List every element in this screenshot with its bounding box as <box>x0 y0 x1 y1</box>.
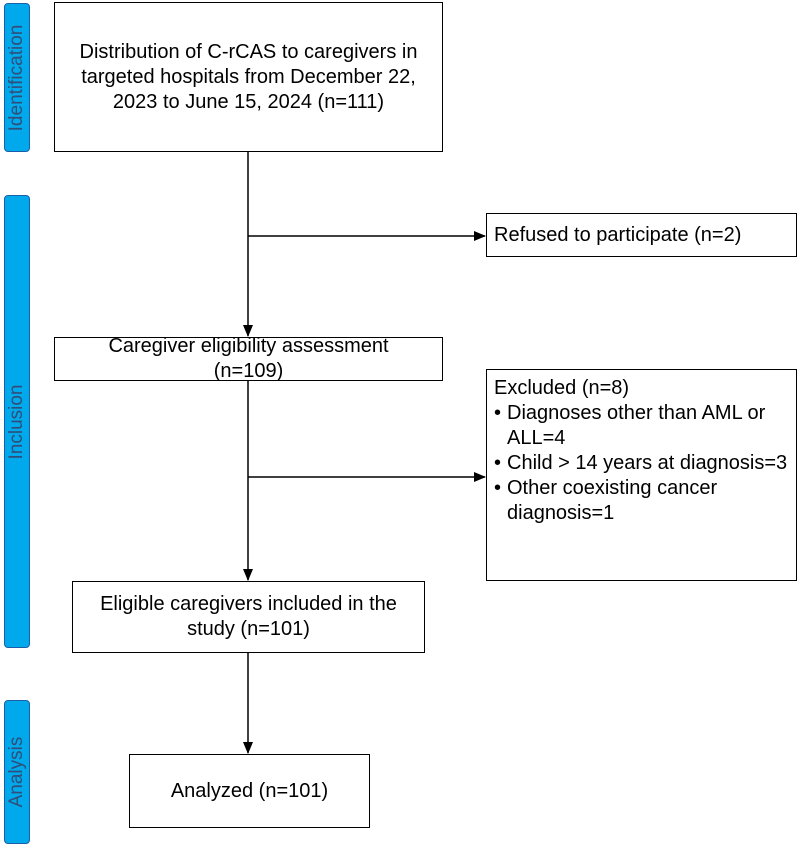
excluded-item: Other coexisting cancer diagnosis=1 <box>494 476 790 526</box>
eligibility-text: Caregiver eligibility assessment (n=109) <box>108 335 389 382</box>
phase-identification: Identification <box>4 3 30 152</box>
eligible-text: Eligible caregivers included in the stud… <box>100 593 397 640</box>
excluded-item: Diagnoses other than AML or ALL=4 <box>494 401 790 451</box>
refused-text: Refused to participate (n=2) <box>494 223 742 246</box>
excluded-item: Child > 14 years at diagnosis=3 <box>494 451 790 476</box>
eligibility-box: Caregiver eligibility assessment (n=109) <box>54 335 443 382</box>
distribution-box: Distribution of C-rCAS to caregivers in … <box>54 2 443 152</box>
excluded-title: Excluded (n=8) <box>494 377 630 399</box>
refused-box: Refused to participate (n=2) <box>486 213 797 257</box>
phase-analysis: Analysis <box>4 700 30 844</box>
analyzed-box: Analyzed (n=101) <box>129 754 370 828</box>
distribution-text: Distribution of C-rCAS to caregivers in … <box>79 40 418 113</box>
phase-inclusion: Inclusion <box>4 195 30 648</box>
analyzed-text: Analyzed (n=101) <box>170 779 329 802</box>
eligible-box: Eligible caregivers included in the stud… <box>72 581 425 653</box>
excluded-box: Excluded (n=8) Diagnoses other than AML … <box>486 369 797 581</box>
excluded-list: Diagnoses other than AML or ALL=4 Child … <box>494 401 790 526</box>
